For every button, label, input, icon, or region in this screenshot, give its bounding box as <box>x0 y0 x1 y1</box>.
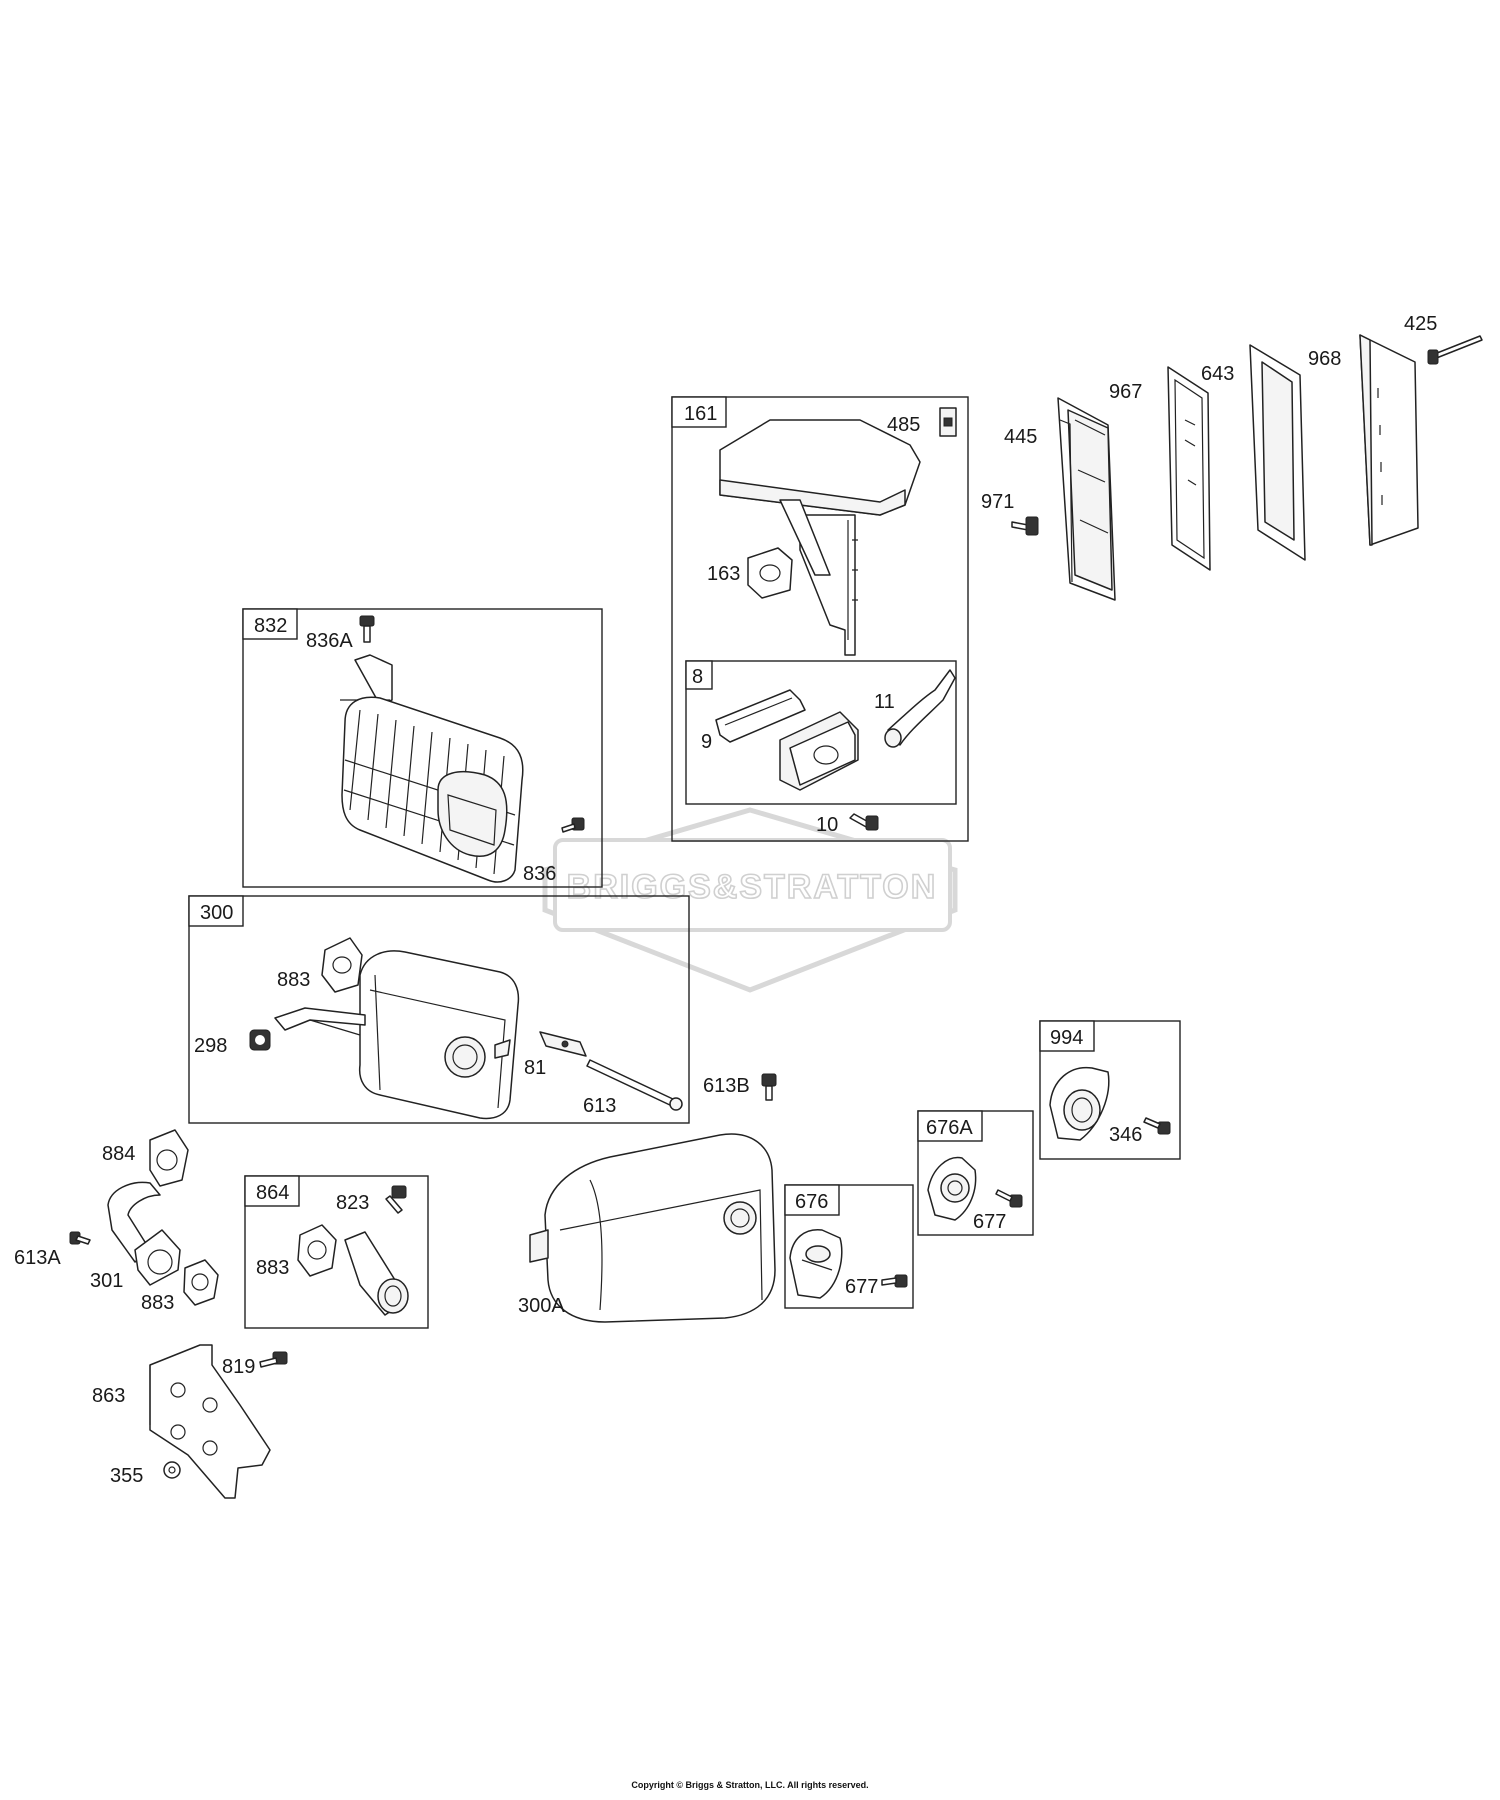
group-label-8: 8 <box>692 666 703 688</box>
callout-836A: 836A <box>306 630 353 652</box>
screw-823 <box>385 1185 407 1214</box>
clip-485 <box>939 407 957 437</box>
callout-613B: 613B <box>703 1075 750 1097</box>
exhaust-pipe-301 <box>107 1181 181 1286</box>
gasket-163 <box>747 547 793 599</box>
gasket-883-a <box>321 937 363 993</box>
callout-967: 967 <box>1109 381 1142 403</box>
screw-836A <box>359 615 375 643</box>
nut-355 <box>163 1461 181 1479</box>
callout-298: 298 <box>194 1035 227 1057</box>
callout-968: 968 <box>1308 348 1341 370</box>
air-cleaner-base <box>719 419 921 656</box>
callout-301: 301 <box>90 1270 123 1292</box>
clamp-884 <box>149 1129 189 1187</box>
group-864[interactable]: 864 823 883 <box>244 1175 429 1329</box>
group-161[interactable]: 161 485 163 8 <box>671 396 969 842</box>
callout-883-a: 883 <box>277 969 310 991</box>
callout-425: 425 <box>1404 313 1437 335</box>
watermark-logo: BRIGGS&STRATTON <box>542 807 958 993</box>
callout-677-a: 677 <box>845 1276 878 1298</box>
group-label-161: 161 <box>684 403 717 425</box>
group-label-832: 832 <box>254 615 287 637</box>
callout-81: 81 <box>524 1057 546 1079</box>
deflector-676 <box>789 1229 843 1299</box>
callout-823: 823 <box>336 1192 369 1214</box>
group-676[interactable]: 676 677 <box>784 1184 914 1309</box>
group-label-300: 300 <box>200 902 233 924</box>
bracket-863 <box>149 1344 271 1499</box>
callout-836: 836 <box>523 863 556 885</box>
callout-613: 613 <box>583 1095 616 1117</box>
air-filter-stack <box>1011 334 1483 601</box>
copyright-notice: Copyright © Briggs & Stratton, LLC. All … <box>631 1780 869 1790</box>
callout-863: 863 <box>92 1385 125 1407</box>
group-label-864: 864 <box>256 1182 289 1204</box>
callout-346: 346 <box>1109 1124 1142 1146</box>
gasket-883-c <box>297 1224 337 1277</box>
group-676A[interactable]: 676A 677 <box>917 1110 1034 1236</box>
callout-485: 485 <box>887 414 920 436</box>
callout-819: 819 <box>222 1356 255 1378</box>
callout-613A: 613A <box>14 1247 61 1269</box>
callout-300A: 300A <box>518 1295 565 1317</box>
screw-346 <box>1143 1117 1171 1135</box>
muffler-300 <box>274 950 520 1120</box>
breather-assembly <box>715 669 956 791</box>
callout-883-b: 883 <box>141 1292 174 1314</box>
muffler-guard <box>340 654 524 883</box>
deflector-676A <box>927 1156 977 1221</box>
bolt-613B <box>761 1073 777 1101</box>
screw-819 <box>259 1351 288 1368</box>
callout-677-b: 677 <box>973 1211 1006 1233</box>
group-label-676: 676 <box>795 1191 828 1213</box>
screw-10 <box>849 813 879 831</box>
bolt-613 <box>586 1059 683 1111</box>
screw-613A <box>69 1231 91 1245</box>
callout-883-c: 883 <box>256 1257 289 1279</box>
group-832[interactable]: 832 836A 836 <box>242 608 603 888</box>
callout-643: 643 <box>1201 363 1234 385</box>
callout-971: 971 <box>981 491 1014 513</box>
group-300[interactable]: 300 883 298 81 <box>188 895 690 1124</box>
exhaust-flange <box>344 1231 409 1316</box>
gasket-883-b <box>183 1259 219 1306</box>
group-994[interactable]: 994 346 <box>1039 1020 1181 1160</box>
deflector-994 <box>1049 1066 1110 1141</box>
muffler-300A <box>529 1133 776 1323</box>
callout-9: 9 <box>701 731 712 753</box>
callout-163: 163 <box>707 563 740 585</box>
callout-11: 11 <box>874 691 895 713</box>
screw-836 <box>561 817 585 833</box>
group-label-676A: 676A <box>926 1117 973 1139</box>
watermark-text: BRIGGS&STRATTON <box>567 868 938 906</box>
nut-298 <box>249 1029 271 1051</box>
callout-445: 445 <box>1004 426 1037 448</box>
callout-355: 355 <box>110 1465 143 1487</box>
spark-arrestor-81 <box>539 1031 587 1057</box>
screw-677-a <box>881 1274 908 1288</box>
screw-677-b <box>995 1189 1023 1208</box>
callout-884: 884 <box>102 1143 135 1165</box>
callout-10: 10 <box>816 814 838 836</box>
group-label-994: 994 <box>1050 1027 1083 1049</box>
